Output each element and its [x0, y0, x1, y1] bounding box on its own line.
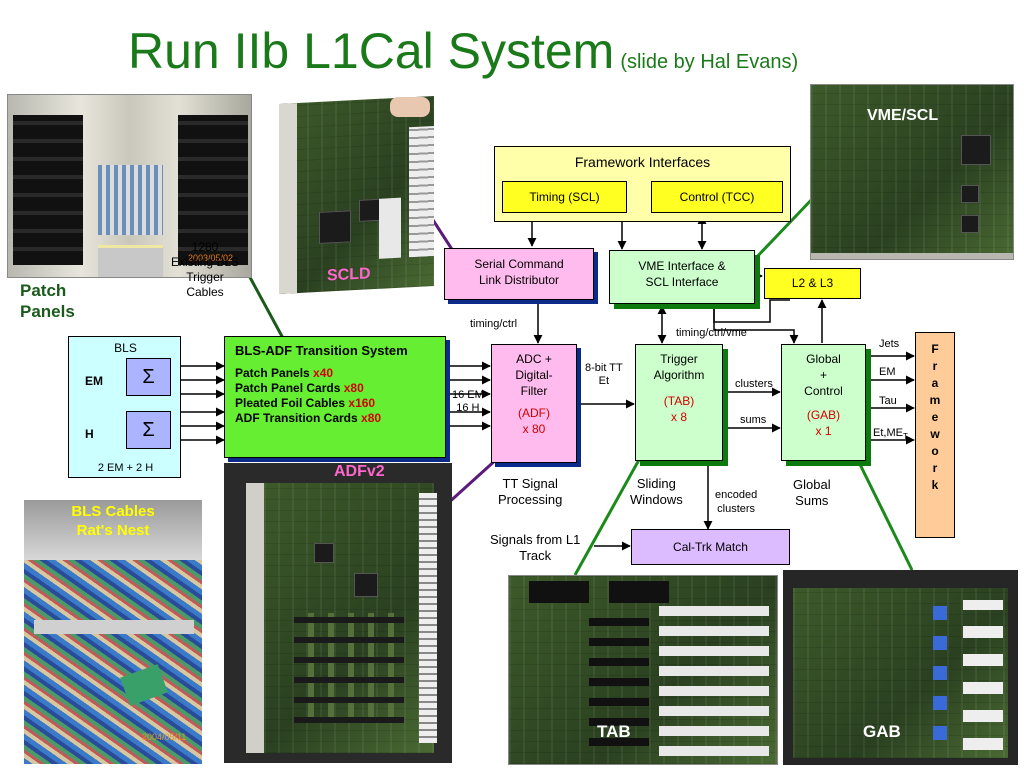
framework-title: Framework Interfaces	[574, 154, 711, 170]
tau-label: Tau	[879, 395, 897, 407]
timing-ctrl-label: timing/ctrl	[470, 318, 518, 330]
bls-title: BLS	[114, 341, 137, 355]
adfv2-photo-label: ADFv2	[334, 463, 385, 480]
photo-scld: SCLD	[279, 95, 434, 295]
tab-photo-label: TAB	[597, 722, 631, 741]
photo-bls-cables: BLS Cables Rat's Nest 2004/05/11	[24, 500, 202, 764]
tt-signal-label: TT Signal Processing	[498, 476, 563, 507]
tt8bit-label: 8-bit TT Et	[585, 362, 623, 387]
timing-scl-box: Timing (SCL)	[502, 181, 627, 213]
global-code: (GAB) x 1	[806, 408, 841, 438]
signals-l1-label: Signals from L1 Track	[490, 532, 581, 563]
trigger-code: (TAB) x 8	[663, 394, 695, 424]
stamp-patch: 2003/05/02	[188, 253, 234, 263]
stamp-rats: 2004/05/11	[142, 732, 187, 742]
transition-item: ADF Transition Cards x80	[235, 411, 382, 425]
bls-h-label: H	[85, 427, 94, 441]
adc-code: (ADF) x 80	[518, 406, 550, 436]
photo-tab: TAB	[508, 575, 778, 765]
hand-decor	[390, 97, 430, 117]
photo-adfv2: ADFv2	[224, 463, 452, 763]
transition-item: Patch Panels x40	[235, 366, 334, 380]
sigma-em-symbol: Σ	[142, 366, 155, 388]
photo-gab: GAB	[783, 570, 1018, 765]
cables-1280-label: 1280 Existing BLS Trigger Cables	[170, 240, 240, 299]
vme-scl-photo-label: VME/SCL	[867, 107, 939, 124]
global-sums-label: Global Sums	[793, 477, 831, 508]
scld-box: Serial Command Link Distributor	[444, 248, 594, 300]
sigma-h: Σ	[126, 411, 171, 449]
scld-photo-label: SCLD	[327, 265, 371, 285]
encoded-clusters-label: encoded clusters	[715, 489, 758, 515]
vme-interface-box: VME Interface & SCL Interface	[609, 250, 755, 304]
sliding-windows-label: Sliding Windows	[630, 476, 683, 507]
page-title: Run IIb L1Cal System(slide by Hal Evans)	[128, 22, 798, 80]
l2-l3-box: L2 & L3	[764, 268, 861, 299]
title-main: Run IIb L1Cal System	[128, 23, 615, 79]
trigger-name: Trigger Algorithm	[653, 352, 705, 382]
control-tcc-box: Control (TCC)	[651, 181, 783, 213]
jets-label: Jets	[879, 338, 900, 350]
sigma-h-symbol: Σ	[142, 419, 155, 441]
clusters-label: clusters	[735, 378, 773, 390]
global-control-box: Global + Control (GAB) x 1	[781, 344, 866, 461]
adc-name: ADC + Digital- Filter	[515, 352, 553, 398]
patch-panels-label: Patch Panels	[20, 281, 75, 321]
em-out-label: EM	[879, 366, 896, 378]
transition-title: BLS-ADF Transition System	[235, 343, 408, 358]
trigger-algorithm-box: Trigger Algorithm (TAB) x 8	[635, 344, 723, 461]
photo-vme-scl: VME/SCL	[810, 84, 1014, 260]
sums-label: sums	[740, 414, 767, 426]
bls-cables-label: BLS Cables Rat's Nest	[71, 503, 155, 539]
photo-patch-panels: 2003/05/02	[7, 94, 252, 278]
bls-footer: 2 EM + 2 H	[97, 462, 154, 474]
timing-ctrl-vme-label: timing/ctrl/vme	[676, 327, 747, 339]
transition-system: BLS-ADF Transition System Patch Panels x…	[224, 336, 446, 458]
transition-item: Patch Panel Cards x80	[235, 381, 364, 395]
sigma-em: Σ	[126, 358, 171, 396]
gab-photo-label: GAB	[863, 722, 901, 741]
title-sub: (slide by Hal Evans)	[620, 51, 799, 73]
framework-output-box: F r a m e w o r k	[915, 332, 955, 538]
cal-trk-match-box: Cal-Trk Match	[631, 529, 790, 565]
bls-em-label: EM	[85, 374, 103, 388]
global-name: Global + Control	[804, 352, 843, 398]
em16-label: 16 EM 16 H	[452, 389, 484, 414]
transition-item: Pleated Foil Cables x160	[235, 396, 376, 410]
adc-box: ADC + Digital- Filter (ADF) x 80	[491, 344, 577, 463]
etmet-label: Et,MET	[873, 427, 908, 442]
